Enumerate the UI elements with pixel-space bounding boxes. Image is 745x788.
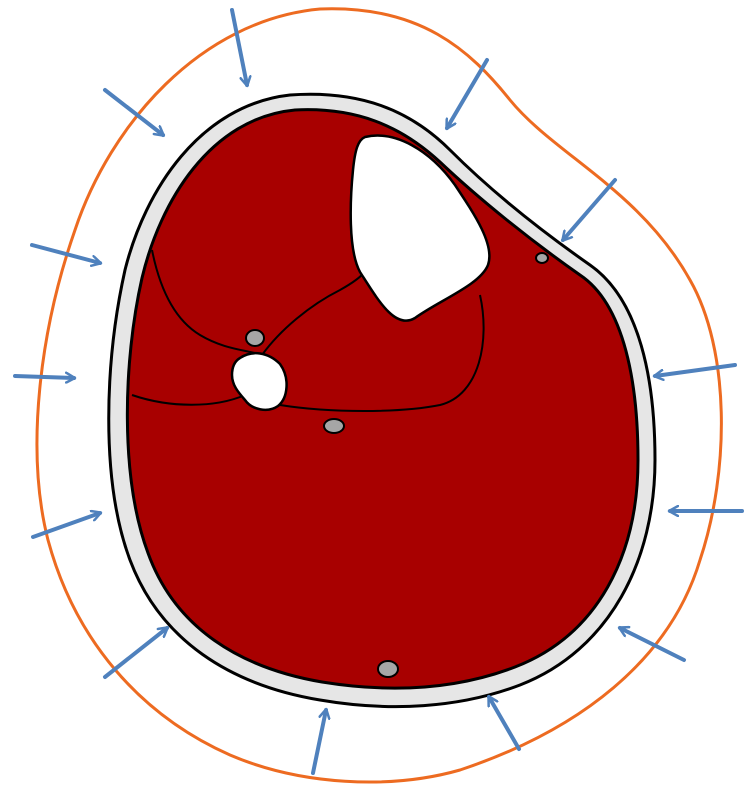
arrow-3: [447, 60, 487, 128]
arrow-4: [563, 180, 615, 240]
vessel-4: [536, 253, 548, 263]
arrow-10: [105, 628, 167, 677]
arrow-1: [232, 10, 247, 85]
arrow-7: [655, 365, 735, 376]
vessel-1: [246, 330, 264, 346]
vessel-2: [324, 419, 344, 433]
arrow-12: [313, 710, 326, 773]
arrow-6: [15, 376, 74, 378]
vessel-3: [378, 661, 398, 677]
arrow-13: [489, 697, 519, 749]
arrow-11: [620, 628, 684, 660]
